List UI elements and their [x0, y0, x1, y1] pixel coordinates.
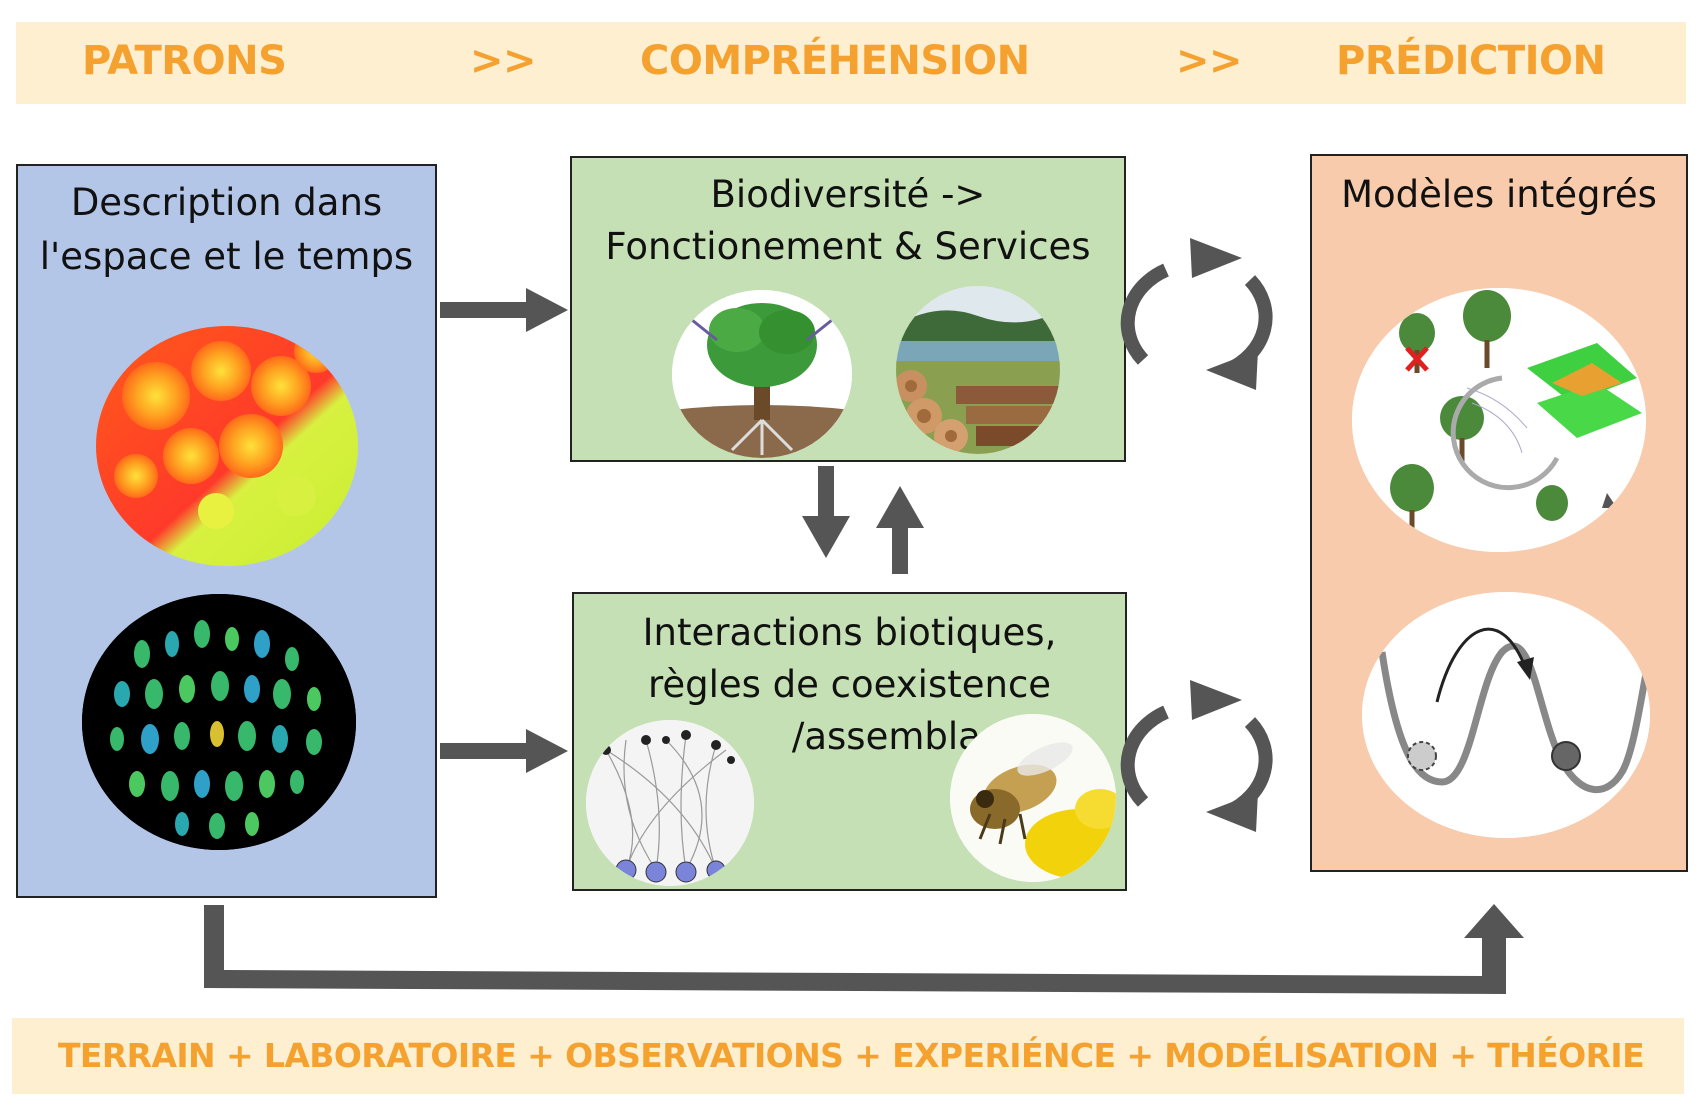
interactions-title-line1: Interactions biotiques,: [642, 611, 1057, 654]
footer-band: [12, 1018, 1684, 1094]
arrow-description-to-models: [204, 904, 1524, 994]
leaf-collection-image: [82, 594, 356, 850]
biodiversity-title-line1: Biodiversité ->: [710, 173, 986, 216]
arrow-interactions-to-biodiversity: [876, 486, 924, 574]
interaction-network-image: [586, 720, 754, 886]
interactions-title-line2: règles de coexistence: [647, 663, 1052, 706]
logs-lake-image: [896, 286, 1060, 454]
stage-prediction: PRÉDICTION: [1336, 38, 1606, 84]
description-title-line1: Description dans: [70, 181, 383, 224]
stage-separator-1: >>: [470, 38, 537, 84]
stage-comprehension: COMPRÉHENSION: [640, 38, 1030, 84]
models-title: Modèles intégrés: [1341, 173, 1657, 216]
stage-separator-2: >>: [1176, 38, 1243, 84]
biodiversity-title-line2: Fonctionement & Services: [605, 225, 1091, 268]
bee-flower-image: [950, 714, 1116, 882]
methods-footer: TERRAIN + LABORATOIRE + OBSERVATIONS + E…: [57, 1036, 1645, 1075]
forest-model-image: [1352, 288, 1646, 552]
potential-landscape-image: [1362, 592, 1650, 838]
arrow-description-to-interactions: [440, 729, 568, 773]
thermal-canopy-image: [96, 326, 358, 566]
tree-diagram-image: [672, 290, 852, 458]
header-band: [16, 22, 1686, 104]
stage-patrons: PATRONS: [82, 38, 287, 84]
description-title-line2: l'espace et le temps: [39, 235, 414, 278]
arrow-description-to-biodiversity: [440, 288, 568, 332]
arrow-biodiversity-to-interactions: [802, 466, 850, 558]
cycle-arrows-icon: [1120, 263, 1273, 377]
